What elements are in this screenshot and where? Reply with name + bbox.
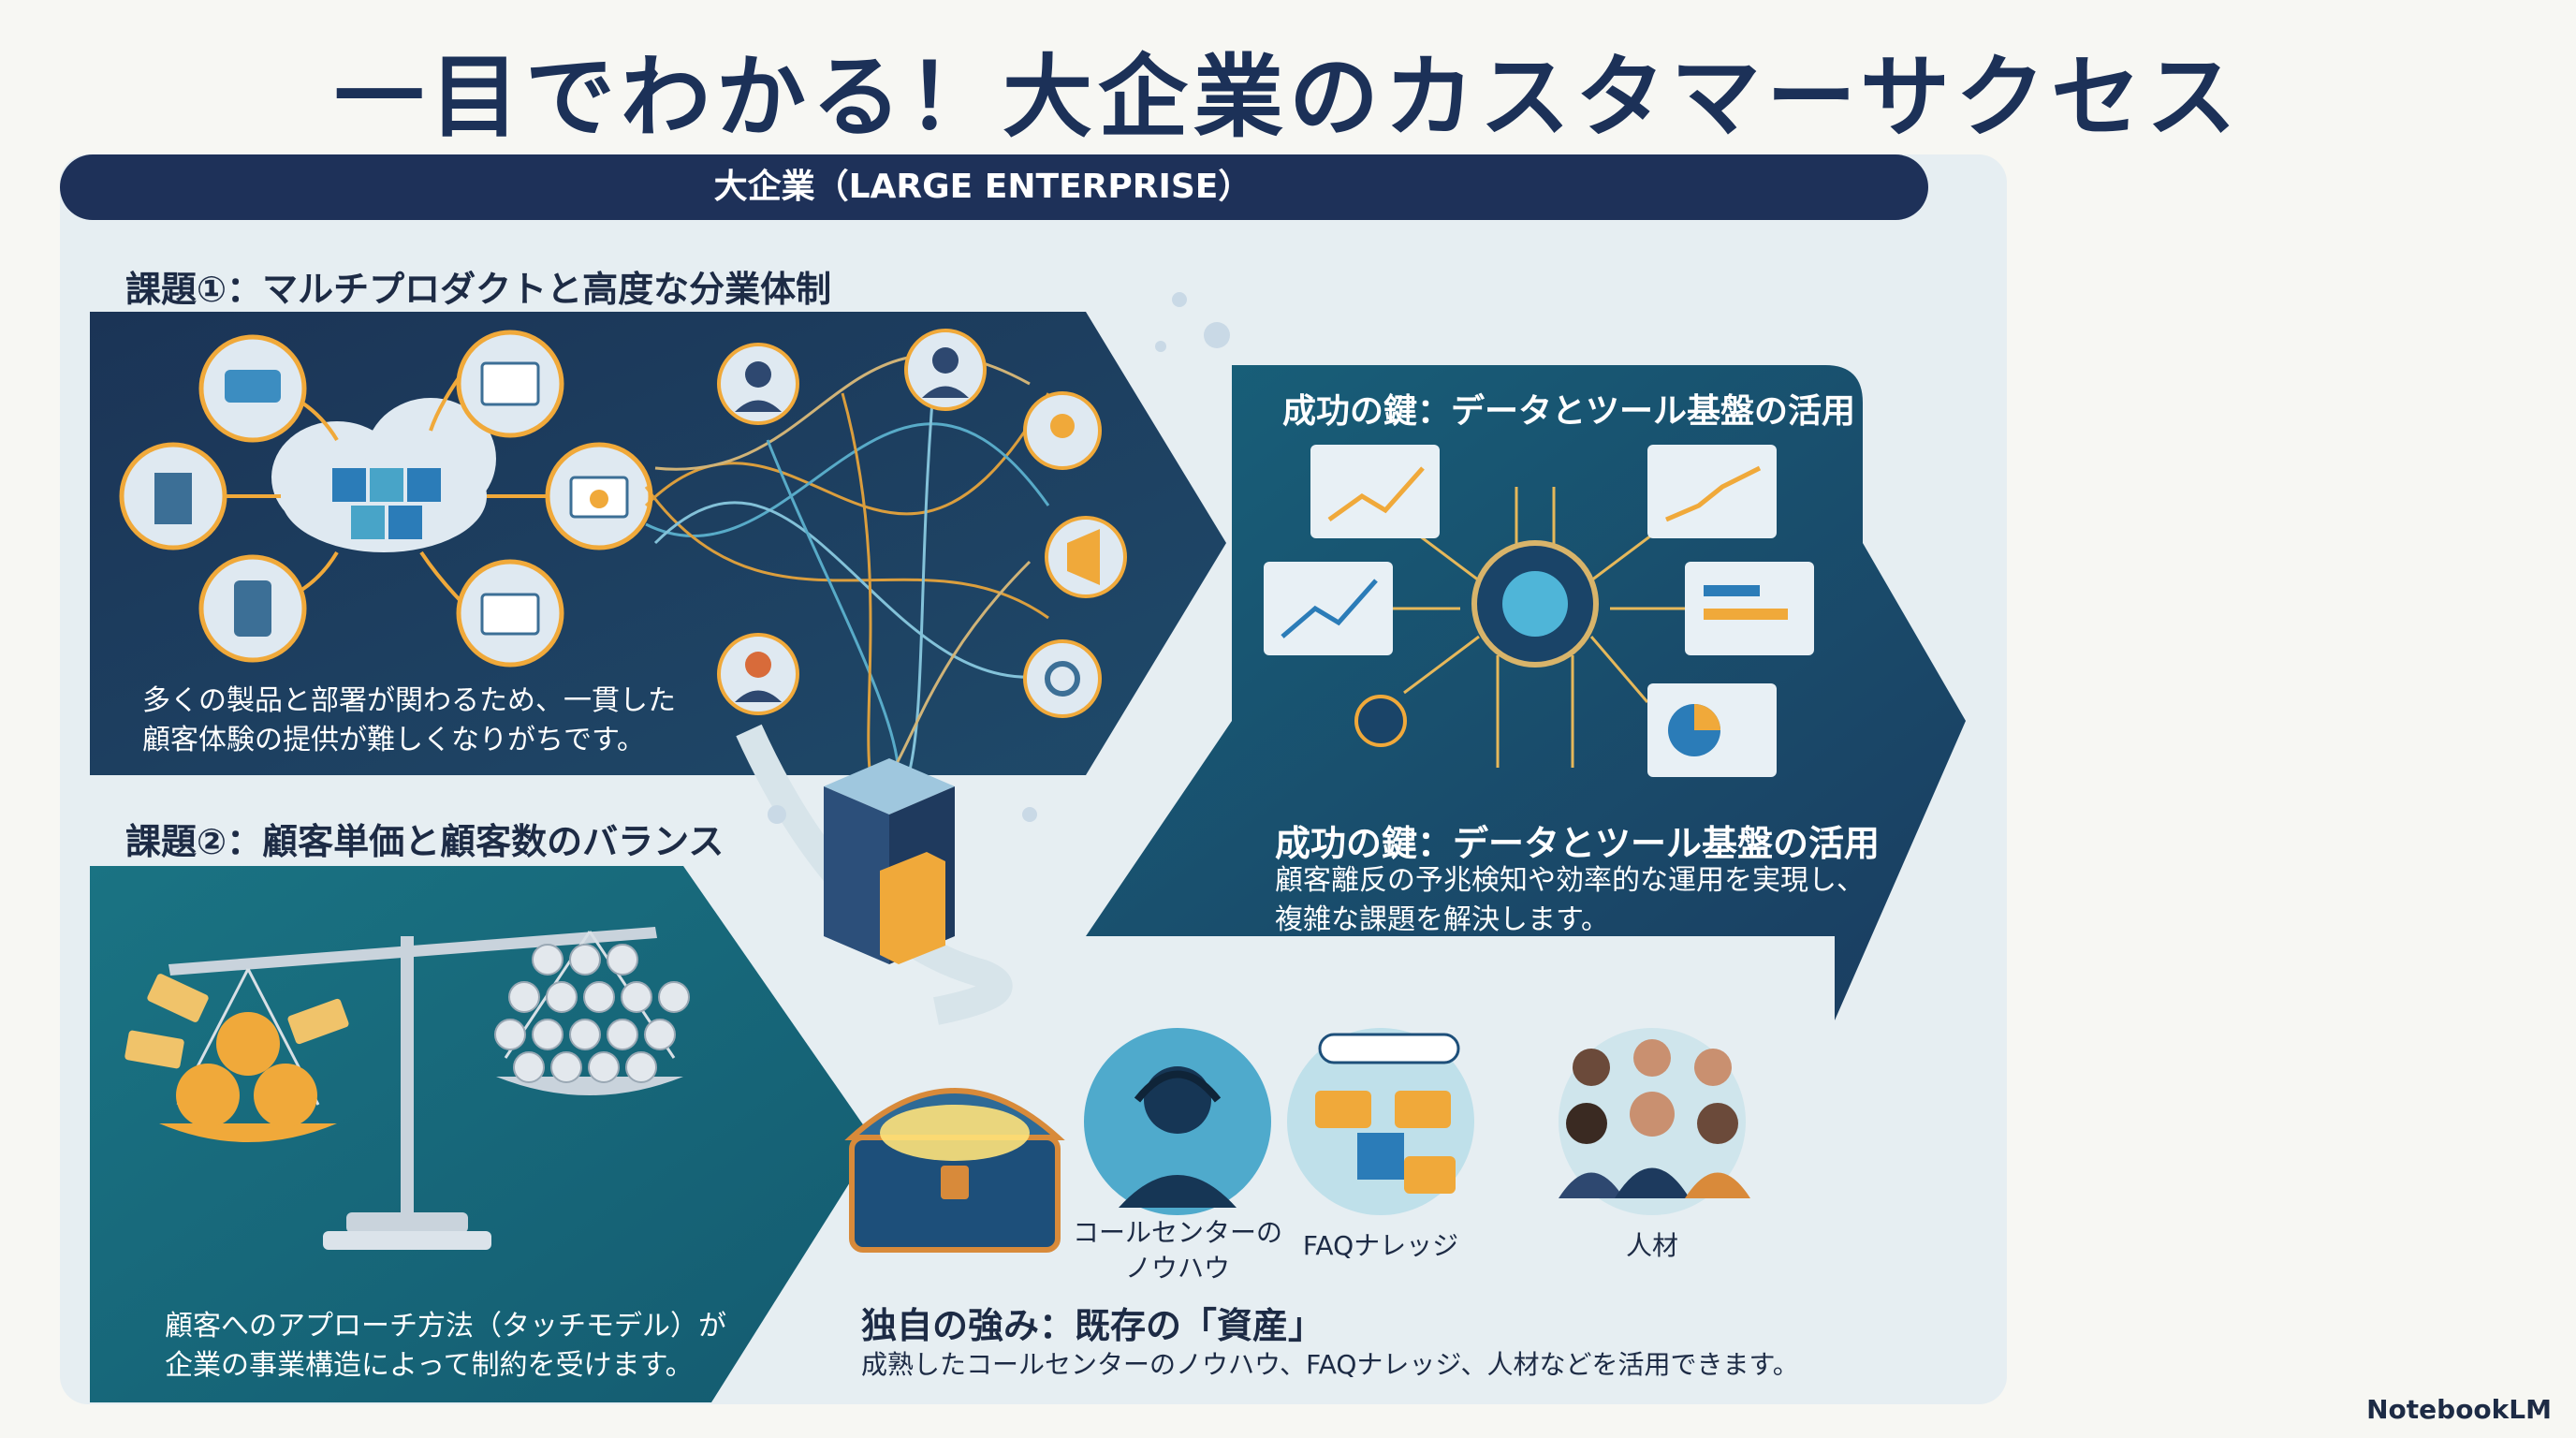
- strength-heading: 独自の強み：既存の「資産」: [861, 1305, 1325, 1346]
- strength-label-people: 人材: [1625, 1230, 1678, 1261]
- key-desc-line2: 複雑な課題を解決します。: [1275, 903, 1609, 936]
- headset-agent-icon: [1084, 1028, 1271, 1215]
- team-people-icon: [1559, 1028, 1750, 1215]
- challenge1-desc: 多くの製品と部署が関わるため、一貫した 顧客体験の提供が難しくなりがちです。: [142, 682, 676, 760]
- challenge1-heading: 課題①：マルチプロダクトと高度な分業体制: [125, 269, 832, 310]
- cloud-hub-icon: [271, 398, 496, 552]
- key-heading-top: 成功の鍵：データとツール基盤の活用: [1282, 392, 1856, 431]
- challenge2-desc-line1: 顧客へのアプローチ方法（タッチモデル）が: [165, 1310, 726, 1343]
- key-desc: 顧客離反の予兆検知や効率的な運用を実現し、 複雑な課題を解決します。: [1275, 861, 1865, 940]
- brand-logo: NotebookLM: [2366, 1394, 2552, 1425]
- many-customers-icons: [494, 944, 690, 1083]
- header-label: 大企業（LARGE ENTERPRISE）: [713, 168, 1252, 206]
- header-bar: [60, 154, 1928, 220]
- key-desc-line1: 顧客離反の予兆検知や効率的な運用を実現し、: [1275, 864, 1865, 897]
- swoosh: [736, 724, 1012, 1025]
- server-icon: [824, 758, 955, 964]
- challenge2-heading: 課題②：顧客単価と顧客数のバランス: [125, 821, 724, 862]
- high-value-customer-icons: [176, 1012, 317, 1127]
- challenge1-desc-line1: 多くの製品と部署が関わるため、一貫した: [142, 684, 676, 717]
- strength-label-faq: FAQナレッジ: [1302, 1230, 1459, 1261]
- key-heading: 成功の鍵：データとツール基盤の活用: [1275, 823, 1881, 864]
- strength-desc: 成熟したコールセンターのノウハウ、FAQナレッジ、人材などを活用できます。: [861, 1349, 1799, 1380]
- strength-label-callcenter-line1: コールセンターの: [1072, 1217, 1282, 1248]
- challenge2-desc-line2: 企業の事業構造によって制約を受けます。: [165, 1349, 694, 1382]
- strength-label-callcenter-line2: ノウハウ: [1124, 1253, 1230, 1284]
- decorative-dots: [768, 292, 1230, 824]
- treasure-chest-icon: [844, 1088, 1065, 1253]
- stakeholder-icons: [717, 329, 1127, 718]
- strength-label-callcenter: コールセンターの ノウハウ: [1065, 1215, 1290, 1286]
- challenge1-panel: [90, 312, 1226, 775]
- page-title: 一目でわかる！大企業のカスタマーサクセス: [333, 45, 2243, 150]
- challenge2-desc: 顧客へのアプローチ方法（タッチモデル）が 企業の事業構造によって制約を受けます。: [165, 1307, 726, 1386]
- challenge1-desc-line2: 顧客体験の提供が難しくなりがちです。: [142, 724, 645, 756]
- price-tag-icons: [124, 974, 349, 1069]
- dashboard-icons: [1264, 445, 1814, 777]
- node-icons: [119, 330, 653, 668]
- faq-knowledge-icon: [1287, 1028, 1474, 1215]
